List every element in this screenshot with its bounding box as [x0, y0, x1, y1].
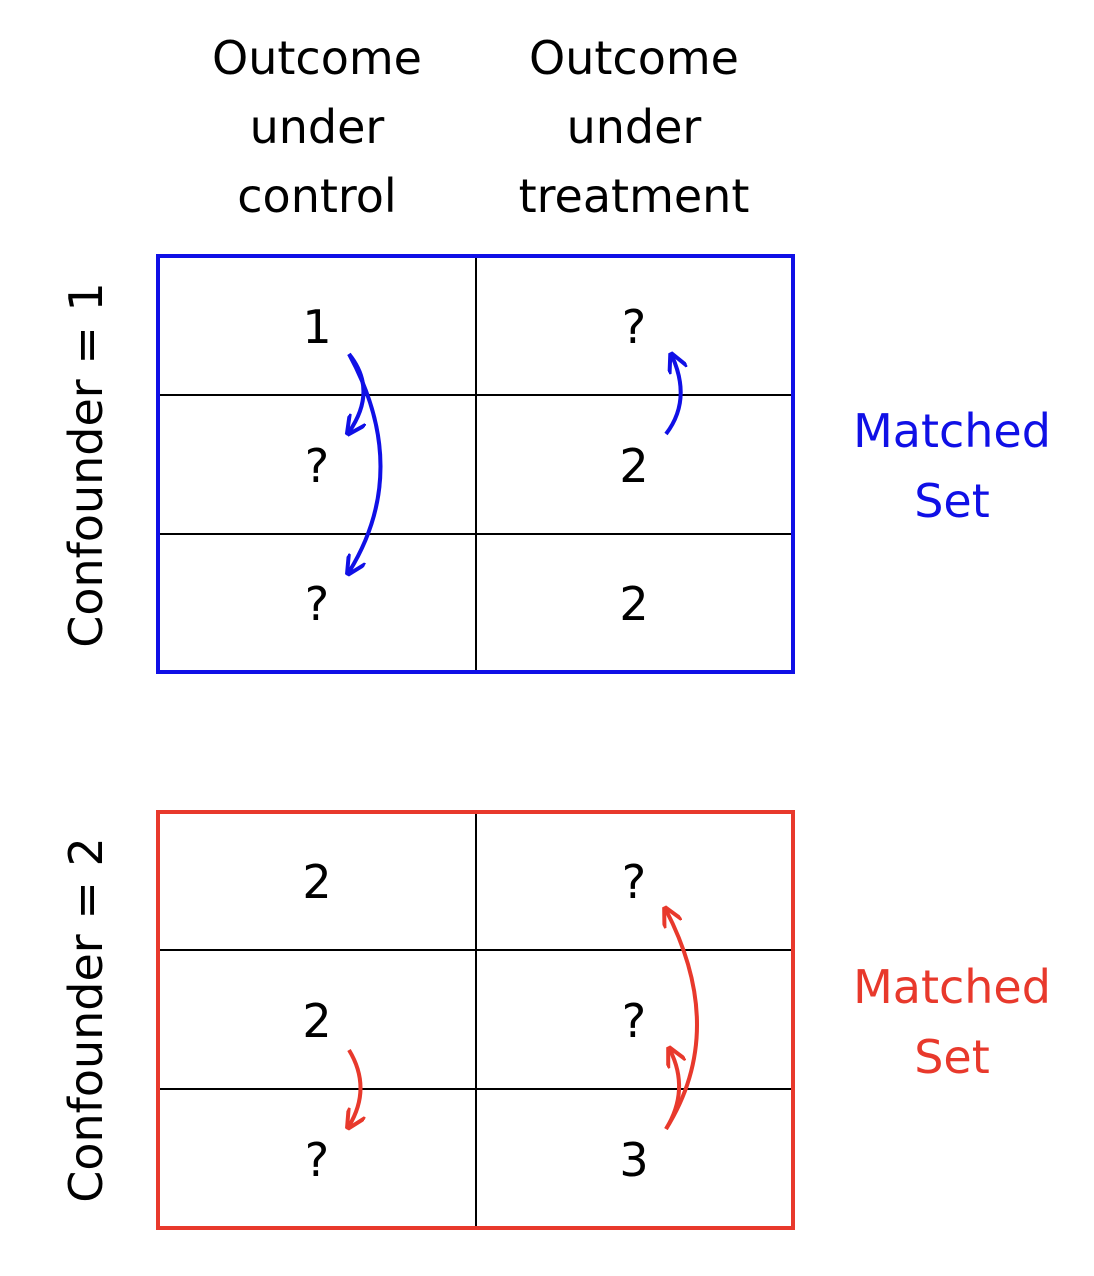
match-arrow — [666, 910, 699, 1131]
grid-block-1 — [156, 254, 795, 674]
side-label-line: Set — [914, 1030, 990, 1084]
column-header-control: Outcome under control — [167, 24, 467, 231]
cell-value: ? — [305, 439, 329, 493]
matching-arrows-block-1 — [349, 354, 681, 572]
cell-value: 2 — [302, 855, 331, 909]
cell-value: 2 — [302, 994, 331, 1048]
matched-set-label-1: Matched Set — [832, 396, 1072, 536]
header-line: control — [237, 169, 397, 223]
cell-value: ? — [622, 855, 646, 909]
header-line: Outcome — [529, 31, 739, 85]
side-label-line: Matched — [853, 960, 1051, 1014]
cell-value: 1 — [302, 300, 331, 354]
header-line: treatment — [518, 169, 750, 223]
side-label-line: Matched — [853, 404, 1051, 458]
side-label-line: Set — [914, 474, 990, 528]
header-line: Outcome — [212, 31, 422, 85]
cell-value: ? — [622, 300, 646, 354]
block-border — [156, 254, 795, 674]
cell-value: 2 — [619, 577, 648, 631]
block-border — [156, 810, 795, 1230]
match-arrow — [664, 356, 681, 436]
cell-value: ? — [305, 1133, 329, 1187]
header-line: under — [249, 100, 385, 154]
header-line: under — [566, 100, 702, 154]
matched-set-label-2: Matched Set — [832, 952, 1072, 1092]
column-header-treatment: Outcome under treatment — [484, 24, 784, 231]
cell-value: 3 — [619, 1133, 648, 1187]
match-arrow — [349, 1048, 361, 1126]
cell-value: ? — [622, 994, 646, 1048]
cell-value: 2 — [619, 439, 648, 493]
match-arrow — [349, 353, 383, 572]
cell-value: ? — [305, 577, 329, 631]
matching-arrows-block-2 — [349, 910, 699, 1131]
